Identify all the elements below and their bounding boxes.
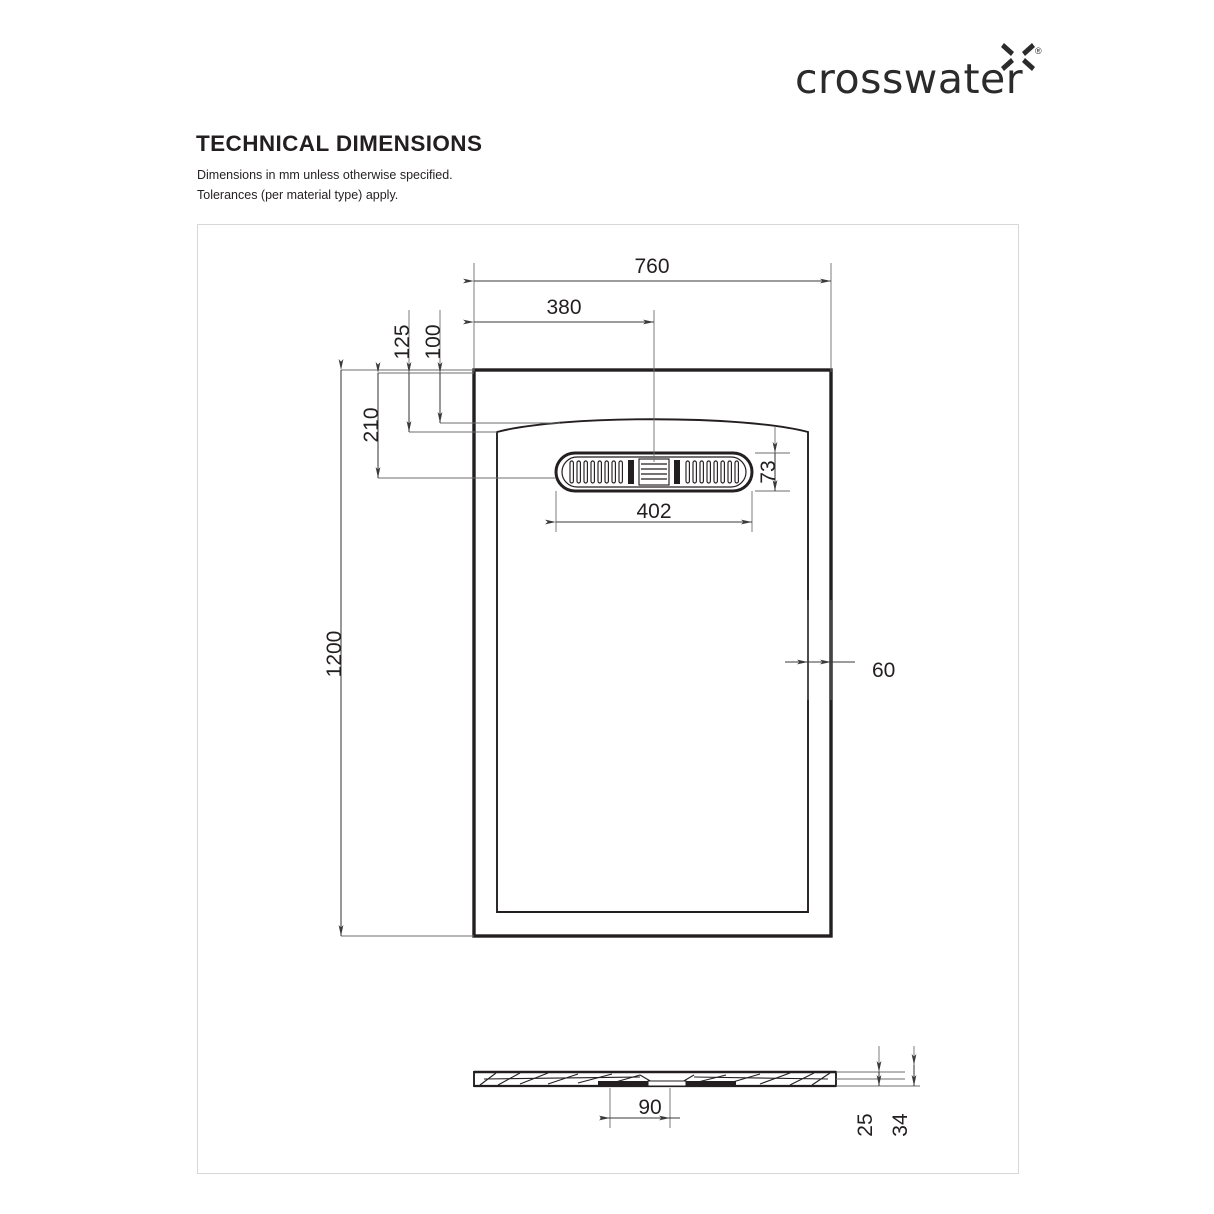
brand-logo: crosswater ®: [795, 38, 1045, 103]
brand-name: crosswater: [795, 55, 1024, 103]
units-note: Dimensions in mm unless otherwise specif…: [197, 168, 453, 182]
page-title: TECHNICAL DIMENSIONS: [196, 131, 483, 156]
drawing-frame: [197, 224, 1019, 1174]
tolerance-note: Tolerances (per material type) apply.: [197, 188, 399, 202]
registered-mark: ®: [1035, 46, 1042, 56]
x-cross-icon: [1001, 43, 1035, 71]
